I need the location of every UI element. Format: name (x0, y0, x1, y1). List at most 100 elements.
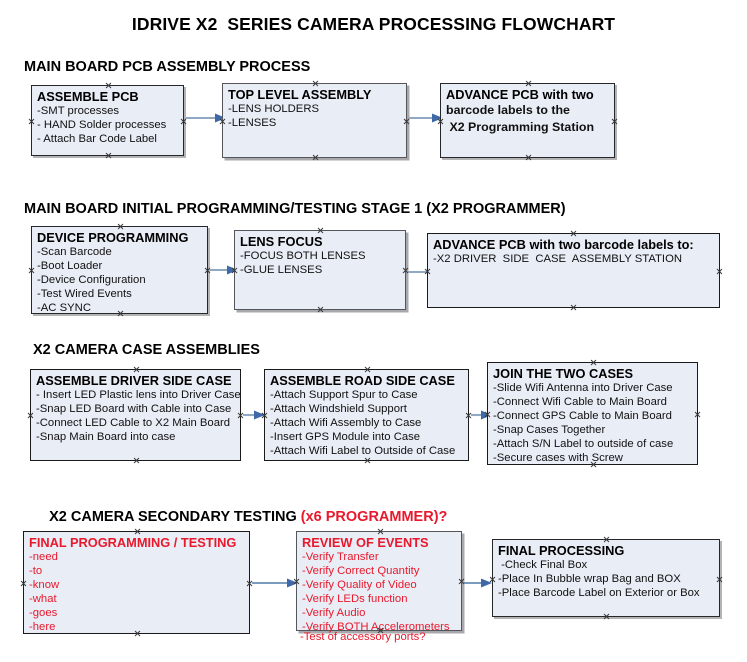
connector-arrow (252, 578, 298, 588)
process-box-line: -Place Barcode Label on Exterior or Box (498, 587, 700, 599)
process-box-advance-pcb-to-x2-station[interactable]: ADVANCE PCB with two barcode labels to t… (440, 83, 615, 158)
process-box-line: -Connect Wifi Cable to Main Board (493, 396, 667, 408)
process-box-line: - Attach Bar Code Label (37, 133, 157, 145)
process-box-title: ADVANCE PCB with two barcode labels to: (433, 237, 694, 252)
process-box-review-of-events[interactable]: REVIEW OF EVENTS -Verify Transfer -Verif… (296, 531, 462, 633)
process-box-device-programming[interactable]: DEVICE PROGRAMMING -Scan Barcode -Boot L… (31, 226, 208, 314)
process-box-line: - HAND Solder processes (37, 119, 167, 131)
connector-handle (694, 411, 701, 418)
connector-handle (105, 152, 112, 159)
connector-handle (105, 82, 112, 89)
section-header-annotation: (x6 PROGRAMMER)? (300, 509, 448, 525)
process-box-line: -Verify Quality of Video (302, 579, 417, 591)
process-box-line: -Verify LEDs function (302, 593, 408, 605)
process-box-line: -Attach Windshield Support (270, 403, 407, 415)
connector-handle (317, 306, 324, 313)
section-header-main-board-initial-programming: MAIN BOARD INITIAL PROGRAMMING/TESTING S… (24, 201, 566, 217)
process-box-advance-pcb-to-driver-side-station[interactable]: ADVANCE PCB with two barcode labels to: … (427, 233, 720, 308)
process-box-lens-focus[interactable]: LENS FOCUS -FOCUS BOTH LENSES -GLUE LENS… (234, 230, 406, 310)
process-box-title: FINAL PROGRAMMING / TESTING (29, 535, 237, 550)
process-box-line: -Device Configuration (37, 274, 146, 286)
process-box-line: X2 Programming Station (446, 119, 595, 134)
connector-arrow (243, 410, 265, 420)
process-box-line: -here (29, 621, 56, 633)
connector-handle (20, 580, 27, 587)
connector-handle (28, 118, 35, 125)
process-box-line: -to (29, 565, 43, 577)
process-box-line: -Snap Main Board into case (36, 431, 176, 443)
process-box-line: -Connect GPS Cable to Main Board (493, 410, 672, 422)
process-box-line: -Verify Audio (302, 607, 366, 619)
connector-handle (133, 457, 140, 464)
process-box-line: -Attach S/N Label to outside of case (493, 438, 674, 450)
section-header-text: X2 CAMERA SECONDARY TESTING (49, 509, 301, 525)
process-box-line: -Boot Loader (37, 260, 103, 272)
connector-arrow (210, 265, 238, 275)
connector-handle (716, 576, 723, 583)
process-box-title: LENS FOCUS (240, 234, 323, 249)
process-box-line: -Connect LED Cable to X2 Main Board (36, 417, 231, 429)
process-box-line: -X2 DRIVER SIDE CASE ASSEMBLY STATION (433, 253, 683, 265)
section-header-x2-camera-case-assemblies: X2 CAMERA CASE ASSEMBLIES (33, 342, 260, 358)
process-box-final-processing[interactable]: FINAL PROCESSING -Check Final Box -Place… (492, 539, 720, 617)
connector-handle (312, 154, 319, 161)
connector-handle (525, 80, 532, 87)
connector-handle (117, 223, 124, 230)
process-box-line: -AC SYNC (37, 302, 91, 314)
process-box-assemble-driver-side-case[interactable]: ASSEMBLE DRIVER SIDE CASE - Insert LED P… (30, 369, 241, 461)
section-header-x2-camera-secondary-testing: X2 CAMERA SECONDARY TESTING (x6 PROGRAMM… (33, 490, 447, 544)
section-header-main-board-pcb-assembly: MAIN BOARD PCB ASSEMBLY PROCESS (24, 59, 311, 75)
process-box-line: -need (29, 551, 58, 563)
process-box-final-programming-testing[interactable]: FINAL PROGRAMMING / TESTING -need -to -k… (23, 531, 250, 634)
process-box-line: -Verify Correct Quantity (302, 565, 420, 577)
process-box-line: -LENSES (228, 117, 277, 129)
connector-handle (133, 366, 140, 373)
process-box-line: -goes (29, 607, 58, 619)
process-box-line: -Verify Transfer (302, 551, 379, 563)
process-box-line: -Secure cases with Screw (493, 452, 623, 464)
process-box-line: -Verify BOTH Accelerometers (302, 621, 450, 633)
page-title: IDRIVE X2 SERIES CAMERA PROCESSING FLOWC… (131, 14, 616, 34)
process-box-assemble-road-side-case[interactable]: ASSEMBLE ROAD SIDE CASE -Attach Support … (264, 369, 469, 461)
connector-handle (570, 230, 577, 237)
process-box-title: JOIN THE TWO CASES (493, 366, 634, 381)
process-box-line: -Attach Support Spur to Case (270, 389, 418, 401)
process-box-line: -Place In Bubble wrap Bag and BOX (498, 573, 681, 585)
connector-handle (312, 80, 319, 87)
connector-arrow (409, 113, 443, 123)
process-box-title: DEVICE PROGRAMMING (37, 230, 189, 245)
process-box-overflow-line: -Test of accessory ports? (300, 631, 426, 643)
process-box-title: ASSEMBLE ROAD SIDE CASE (270, 373, 455, 388)
process-box-line: -Check Final Box (498, 559, 588, 571)
connector-handle (603, 536, 610, 543)
connector-arrow (471, 410, 492, 420)
process-box-title: ASSEMBLE DRIVER SIDE CASE (36, 373, 232, 388)
connector-handle (317, 227, 324, 234)
process-box-line: -FOCUS BOTH LENSES (240, 250, 366, 262)
connector-handle (28, 267, 35, 274)
process-box-top-level-assembly[interactable]: TOP LEVEL ASSEMBLY -LENS HOLDERS -LENSES (222, 83, 407, 158)
process-box-line: -Slide Wifi Antenna into Driver Case (493, 382, 673, 394)
process-box-line: -Attach Wifi Label to Outside of Case (270, 445, 456, 457)
process-box-title: ASSEMBLE PCB (37, 89, 139, 104)
process-box-line: -Insert GPS Module into Case (270, 431, 421, 443)
process-box-assemble-pcb[interactable]: ASSEMBLE PCB -SMT processes - HAND Solde… (31, 85, 184, 156)
process-box-line: -what (29, 593, 57, 605)
connector-arrow (186, 113, 226, 123)
process-box-title: FINAL PROCESSING (498, 543, 625, 558)
process-box-line: -LENS HOLDERS (228, 103, 320, 115)
process-box-line: - Insert LED Plastic lens into Driver Ca… (36, 389, 241, 401)
connector-arrow (464, 578, 492, 588)
process-box-line: -Scan Barcode (37, 246, 112, 258)
process-box-line: -Test Wired Events (37, 288, 132, 300)
process-box-line: barcode labels to the (446, 103, 570, 117)
process-box-title: ADVANCE PCB with two (446, 87, 594, 102)
connector-handle (716, 268, 723, 275)
process-box-title: REVIEW OF EVENTS (302, 535, 429, 550)
connector-handle (364, 457, 371, 464)
connector-handle (525, 154, 532, 161)
process-box-line: -GLUE LENSES (240, 264, 323, 276)
process-box-line: -know (29, 579, 60, 591)
process-box-join-the-two-cases[interactable]: JOIN THE TWO CASES -Slide Wifi Antenna i… (487, 362, 698, 465)
